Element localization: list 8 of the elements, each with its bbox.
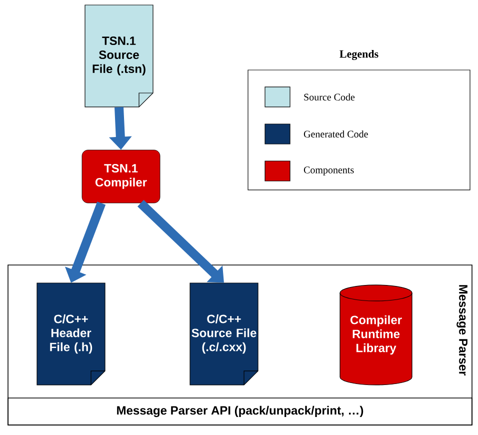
legend-label: Generated Code (304, 130, 368, 138)
process-box: TSN.1 Compiler (82, 150, 160, 204)
block-arrow (138, 200, 224, 283)
legend-title: Legends (340, 50, 378, 60)
legend-label: Components (304, 166, 354, 176)
api-bar: Message Parser API (pack/unpack/print, …) (8, 398, 472, 426)
legend-label: Source Code (304, 93, 355, 100)
database-cylinder: Compiler Runtime Library (340, 284, 412, 386)
